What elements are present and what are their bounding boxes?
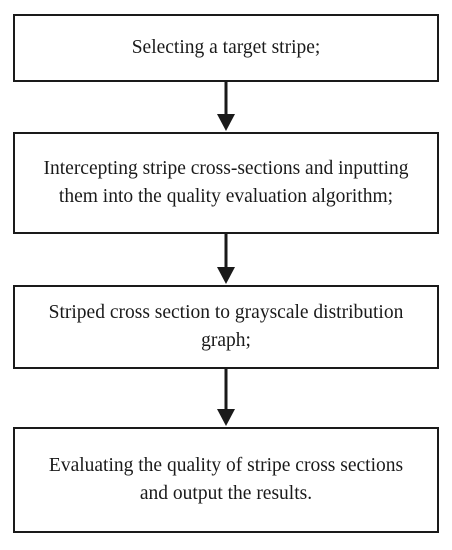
arrow-1-to-2	[217, 82, 235, 131]
step-box-grayscale-distribution: Striped cross section to grayscale distr…	[13, 285, 439, 369]
step-label-evaluate-quality: Evaluating the quality of stripe cross s…	[48, 455, 404, 504]
arrow-2-to-3	[217, 234, 235, 284]
step-box-evaluate-quality: Evaluating the quality of stripe cross s…	[13, 427, 439, 533]
step-label-select-target-stripe: Selecting a target stripe;	[131, 37, 321, 58]
step-box-select-target-stripe: Selecting a target stripe;	[13, 14, 439, 82]
arrow-3-to-4	[217, 369, 235, 426]
step-label-grayscale-distribution: Striped cross section to grayscale distr…	[48, 302, 404, 351]
step-box-intercept-cross-sections: Intercepting stripe cross-sections and i…	[13, 132, 439, 234]
step-label-intercept-cross-sections: Intercepting stripe cross-sections and i…	[43, 158, 409, 207]
